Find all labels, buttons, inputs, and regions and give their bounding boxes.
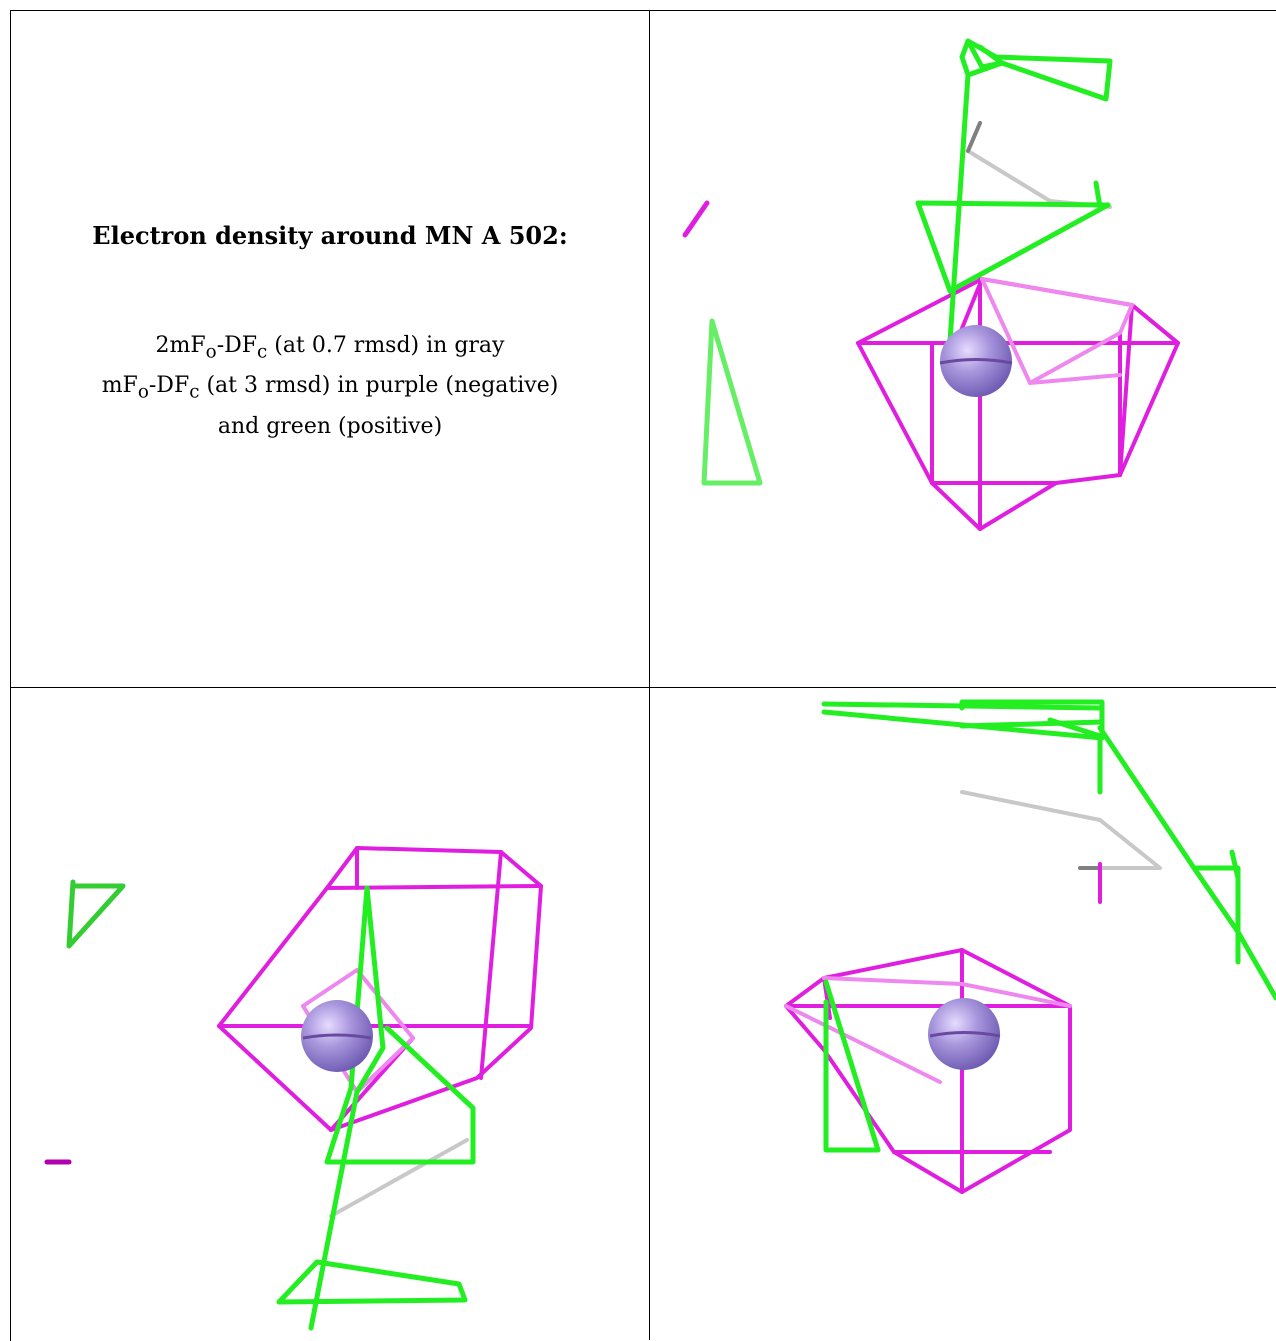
grid-divider-horizontal [10, 687, 1276, 688]
negative-density-mesh [325, 884, 543, 890]
positive-density-mesh [276, 1259, 468, 1305]
caption-cell: Electron density around MN A 502: 2mFo-D… [11, 11, 649, 687]
positive-density-mesh [823, 979, 881, 1153]
density-view-bottom-left-svg [44, 846, 543, 1331]
gray-density-mesh [329, 1138, 469, 1218]
legend-line-mfo: mFo-DFc (at 3 rmsd) in purple (negative) [11, 369, 649, 409]
negative-density-mesh [822, 976, 1072, 1008]
gray-density-mesh [966, 121, 982, 153]
negative-density-mesh [1118, 303, 1180, 477]
positive-density-mesh [66, 879, 126, 949]
legend-line-mfo-prefix: mF [101, 373, 138, 399]
positive-density-mesh [1047, 717, 1103, 795]
negative-density-mesh [479, 850, 503, 1080]
negative-density-mesh [302, 1033, 372, 1040]
positive-density-mesh [965, 38, 1005, 70]
negative-density-mesh [1028, 373, 1122, 385]
positive-density-mesh [701, 318, 763, 486]
density-view-bottom-left [11, 688, 649, 1340]
negative-density-mesh [939, 358, 1013, 365]
grid-divider-vertical [649, 10, 650, 1340]
gray-density-mesh [966, 121, 1112, 209]
legend-line-mfo-sub2: c [189, 381, 200, 403]
negative-density-mesh [980, 277, 1134, 385]
negative-density-mesh [217, 846, 543, 1132]
legend-line-2mfo-prefix: 2mF [155, 333, 206, 358]
positive-density-mesh [1093, 180, 1111, 210]
legend-line-colors: and green (positive) [217, 413, 443, 439]
figure-grid [10, 10, 1276, 1341]
legend-line-2mfo: 2mFo-DFc (at 0.7 rmsd) in gray [11, 329, 649, 369]
legend-line-mfo-sub1: o [137, 381, 149, 403]
legend-line-mfo-suffix: (at 3 rmsd) in purple (negative) [199, 373, 559, 399]
caption-heading: Electron density around MN A 502: [92, 221, 568, 250]
negative-density-mesh [929, 1031, 1001, 1038]
density-view-bottom-right [650, 688, 1276, 1340]
negative-density-mesh [784, 1004, 942, 1084]
legend-line-mfo-mid: -DF [148, 373, 190, 399]
density-view-top-right-svg [682, 38, 1180, 531]
positive-density-mesh [1229, 849, 1241, 881]
legend-line-2mfo-suffix: (at 0.7 rmsd) in gray [267, 333, 505, 358]
negative-density-mesh [682, 200, 710, 238]
caption-legend: 2mFo-DFc (at 0.7 rmsd) in gray mFo-DFc (… [11, 329, 649, 444]
density-view-top-right [650, 11, 1276, 687]
legend-line-2mfo-sub2: c [257, 341, 268, 363]
positive-density-mesh [1097, 725, 1276, 1001]
gray-density-mesh [960, 790, 1162, 870]
positive-density-mesh [1191, 865, 1241, 965]
positive-density-mesh [915, 200, 1111, 294]
density-view-bottom-right-svg [784, 699, 1276, 1194]
negative-density-mesh [784, 948, 1072, 1194]
legend-line-2mfo-sub1: o [205, 341, 217, 363]
positive-density-mesh [308, 885, 386, 1331]
legend-line-2mfo-mid: -DF [216, 333, 258, 358]
